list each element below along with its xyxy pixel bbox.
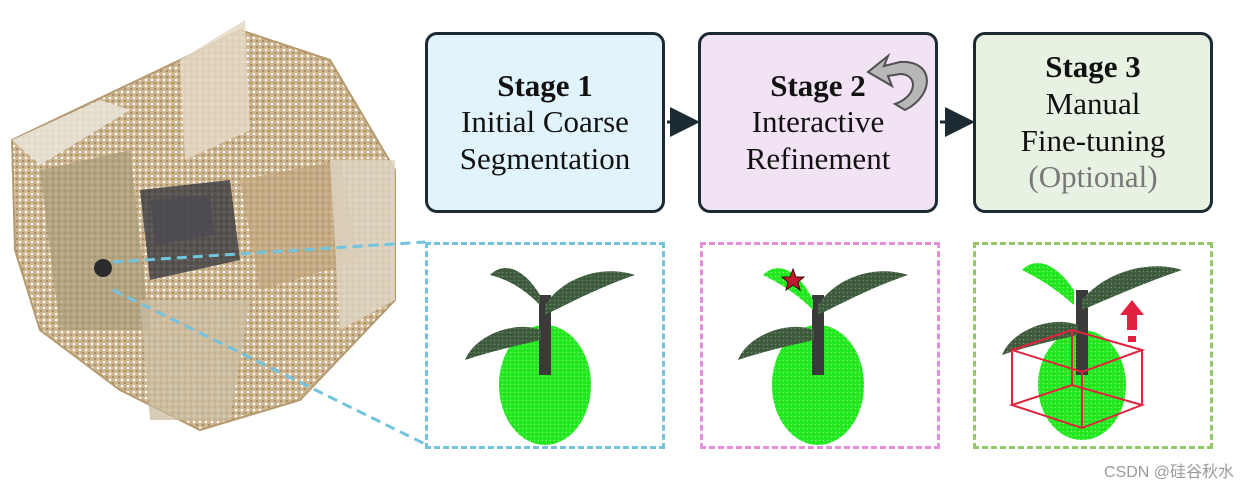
- stage-3-box: Stage 3 Manual Fine-tuning (Optional): [973, 32, 1213, 213]
- room-point-cloud: [10, 20, 396, 432]
- stage-3-title: Stage 3: [1045, 49, 1141, 85]
- stage-3-line-1: Manual: [1045, 85, 1141, 121]
- plant-stage-1: [465, 267, 635, 445]
- click-star-icon: [780, 267, 806, 292]
- stage-3-line-2: Fine-tuning: [1020, 122, 1166, 158]
- stage-1-line-2: Segmentation: [459, 140, 631, 176]
- plant-stage-3: [1002, 262, 1182, 440]
- watermark: CSDN @硅谷秋水: [1103, 464, 1234, 481]
- move-up-arrow-icon: [1120, 300, 1144, 342]
- stage-1-line-1: Initial Coarse: [461, 104, 629, 140]
- stage-3-optional: (Optional): [1028, 159, 1158, 195]
- zoom-guide-lines: [112, 240, 426, 446]
- stage-2-line-2: Refinement: [745, 140, 891, 176]
- plant-stage-2: [738, 267, 908, 445]
- stage-2-line-1: Interactive: [751, 104, 885, 140]
- stage-1-title: Stage 1: [497, 67, 593, 103]
- stage-1-box: Stage 1 Initial Coarse Segmentation: [425, 32, 665, 213]
- bounding-box-icon: [1008, 328, 1146, 430]
- refinement-loop-arrow-icon: [866, 52, 928, 112]
- stage-2-title: Stage 2: [770, 67, 866, 103]
